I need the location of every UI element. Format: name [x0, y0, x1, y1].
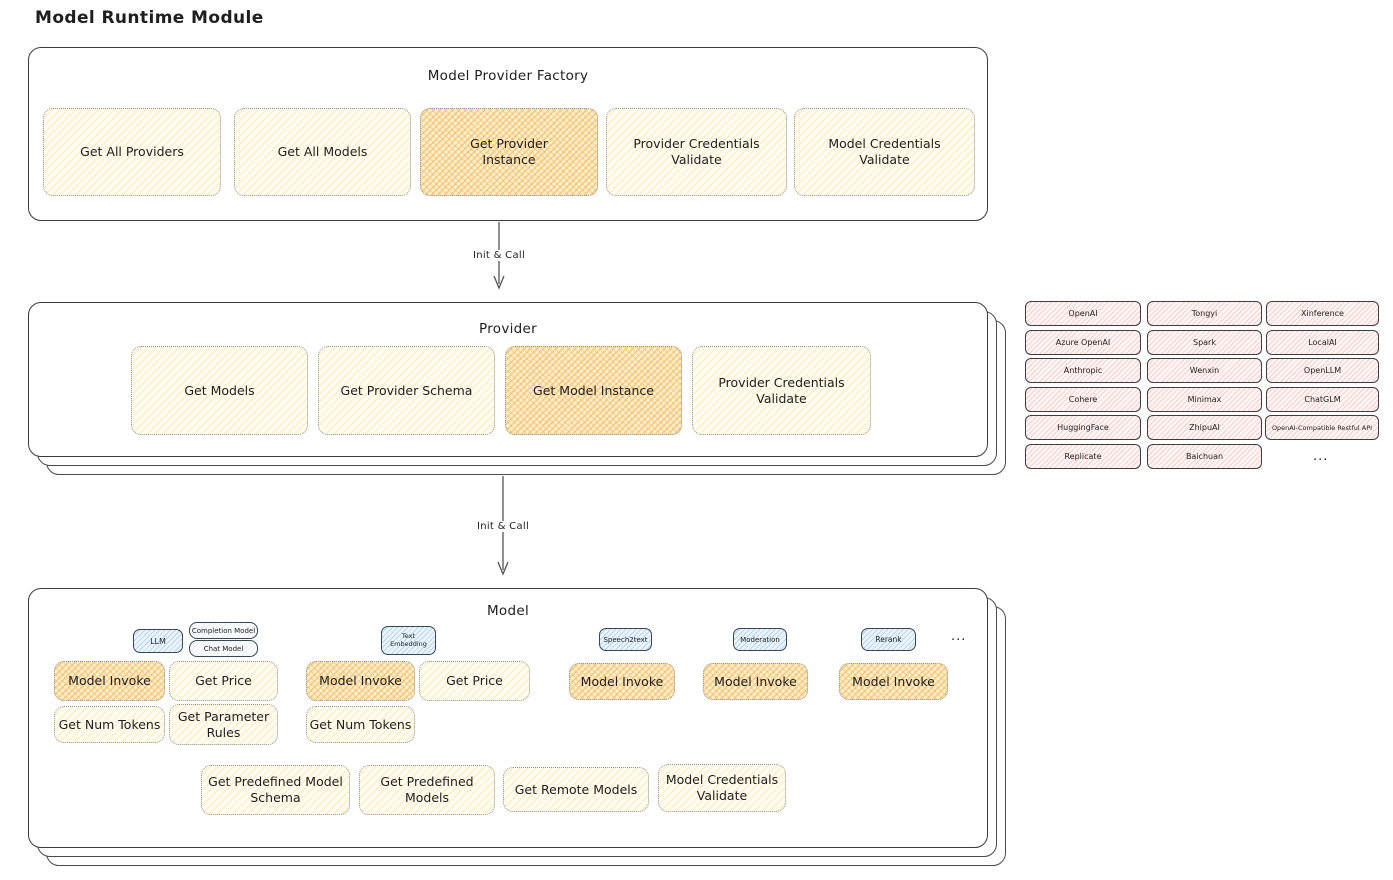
- factory-container: Model Provider Factory Get All Providers…: [28, 47, 988, 221]
- provider-chip-baichuan: Baichuan: [1147, 444, 1262, 469]
- model-box-speech2text-model-invoke: Model Invoke: [569, 663, 675, 700]
- provider-chip-replicate: Replicate: [1025, 444, 1141, 469]
- provider-chip-anthropic: Anthropic: [1025, 358, 1141, 383]
- model-box-llm-get-price: Get Price: [169, 661, 278, 701]
- tag-completion-model: Completion Model: [189, 622, 258, 639]
- model-box-embedding-get-num-tokens: Get Num Tokens: [306, 706, 415, 743]
- tag-llm: LLM: [133, 629, 183, 653]
- tag-moderation: Moderation: [733, 628, 787, 651]
- provider-box-get-models: Get Models: [131, 346, 308, 435]
- provider-chip-openllm: OpenLLM: [1266, 358, 1379, 383]
- provider-box-get-model-instance: Get Model Instance: [505, 346, 682, 435]
- diagram-title: Model Runtime Module: [35, 8, 264, 28]
- factory-box-provider-credentials-validate: Provider Credentials Validate: [606, 108, 787, 196]
- provider-chip-tongyi: Tongyi: [1147, 301, 1262, 326]
- init-call-label-2: Init & Call: [472, 521, 534, 532]
- provider-chip-localai: LocalAI: [1266, 330, 1379, 355]
- provider-chip-openai: OpenAI: [1025, 301, 1141, 326]
- model-box-embedding-model-invoke: Model Invoke: [306, 661, 415, 701]
- model-box-get-predefined-models: Get Predefined Models: [359, 765, 495, 815]
- model-box-moderation-model-invoke: Model Invoke: [703, 663, 808, 700]
- tag-text-embedding: Text Embedding: [381, 626, 436, 655]
- provider-chip-zhipuai: ZhipuAI: [1147, 415, 1262, 440]
- provider-chip-wenxin: Wenxin: [1147, 358, 1262, 383]
- factory-title: Model Provider Factory: [427, 68, 589, 84]
- provider-chip-spark: Spark: [1147, 330, 1262, 355]
- provider-chip-minimax: Minimax: [1147, 387, 1262, 412]
- model-box-llm-get-parameter-rules: Get Parameter Rules: [169, 704, 278, 745]
- model-tags-ellipsis: ...: [951, 629, 967, 644]
- provider-container: Provider Get Models Get Provider Schema …: [28, 302, 988, 457]
- model-container: Model LLM Completion Model Chat Model Te…: [28, 588, 988, 848]
- model-title: Model: [486, 603, 530, 619]
- provider-box-provider-credentials-validate: Provider Credentials Validate: [692, 346, 871, 435]
- model-box-model-credentials-validate: Model Credentials Validate: [658, 764, 786, 812]
- model-box-embedding-get-price: Get Price: [419, 661, 530, 701]
- model-box-get-predefined-model-schema: Get Predefined Model Schema: [201, 765, 350, 815]
- provider-chip-chatglm: ChatGLM: [1266, 387, 1379, 412]
- provider-box-get-provider-schema: Get Provider Schema: [318, 346, 495, 435]
- providers-ellipsis: ...: [1313, 449, 1329, 464]
- tag-rerank: Rerank: [861, 628, 916, 651]
- provider-title: Provider: [479, 321, 537, 337]
- tag-speech2text: Speech2text: [599, 628, 652, 651]
- factory-box-get-provider-instance: Get Provider Instance: [420, 108, 598, 196]
- model-box-llm-get-num-tokens: Get Num Tokens: [54, 706, 165, 743]
- provider-chip-openai-compatible: OpenAI-Compatible Restful API: [1265, 415, 1379, 440]
- factory-box-get-all-models: Get All Models: [234, 108, 411, 196]
- model-box-rerank-model-invoke: Model Invoke: [839, 663, 948, 700]
- provider-chip-cohere: Cohere: [1025, 387, 1141, 412]
- init-call-label-1: Init & Call: [468, 250, 530, 261]
- provider-chip-xinference: Xinference: [1266, 301, 1379, 326]
- factory-box-model-credentials-validate: Model Credentials Validate: [794, 108, 975, 196]
- model-box-llm-model-invoke: Model Invoke: [54, 661, 165, 701]
- tag-chat-model: Chat Model: [189, 640, 258, 657]
- provider-chip-azure-openai: Azure OpenAI: [1025, 330, 1141, 355]
- model-box-get-remote-models: Get Remote Models: [503, 767, 649, 812]
- factory-box-get-all-providers: Get All Providers: [43, 108, 221, 196]
- provider-chip-huggingface: HuggingFace: [1025, 415, 1141, 440]
